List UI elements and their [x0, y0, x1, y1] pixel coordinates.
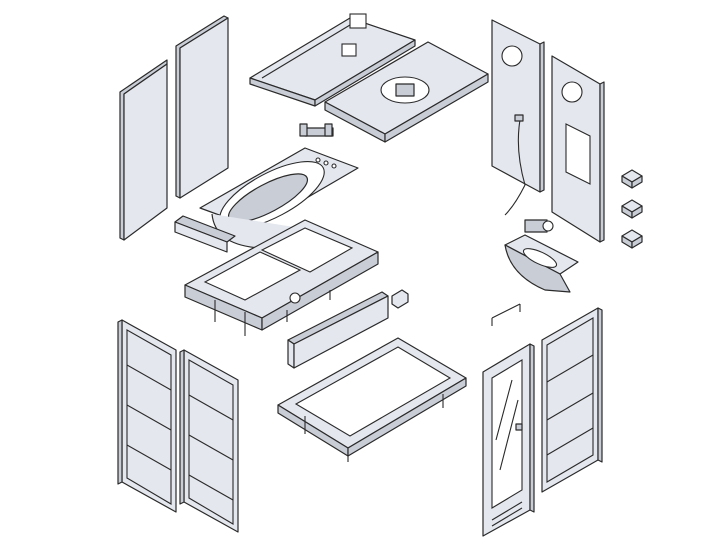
- left-wall-panel-front: [175, 15, 229, 199]
- left-wall-panel-back: [119, 59, 168, 241]
- ventilation-fan-icon: [349, 13, 367, 29]
- bath-faucet: [299, 123, 334, 137]
- washing-floor-tray: [277, 337, 467, 462]
- towel-bar: [491, 303, 521, 326]
- shower-mixer: [524, 219, 554, 233]
- left-lower-wall-panel-back: [117, 319, 177, 513]
- apron-piece: [174, 215, 236, 253]
- soap-baskets: [621, 169, 643, 249]
- right-wall-panel-front: [551, 55, 605, 243]
- right-wall-panel-back: [491, 19, 545, 216]
- door-glass: [491, 359, 523, 509]
- drain-icon: [289, 292, 301, 304]
- bathroom-door: [482, 343, 535, 537]
- small-block: [391, 289, 409, 309]
- front-apron-panel: [287, 291, 389, 369]
- wash-basin: [504, 234, 579, 293]
- bathroom-floor-pan: [184, 219, 379, 336]
- light-fixture-icon: [341, 43, 357, 57]
- mirror: [565, 123, 591, 185]
- mirror-light-icon: [501, 45, 523, 67]
- right-lower-wall-panel: [541, 307, 603, 493]
- ventilation-icon: [561, 81, 583, 103]
- left-lower-wall-panel-front: [179, 349, 239, 533]
- ceiling-panel-with-fan: [249, 13, 416, 107]
- door-handle-icon: [515, 423, 523, 431]
- ceiling-panel-with-light: [324, 41, 489, 143]
